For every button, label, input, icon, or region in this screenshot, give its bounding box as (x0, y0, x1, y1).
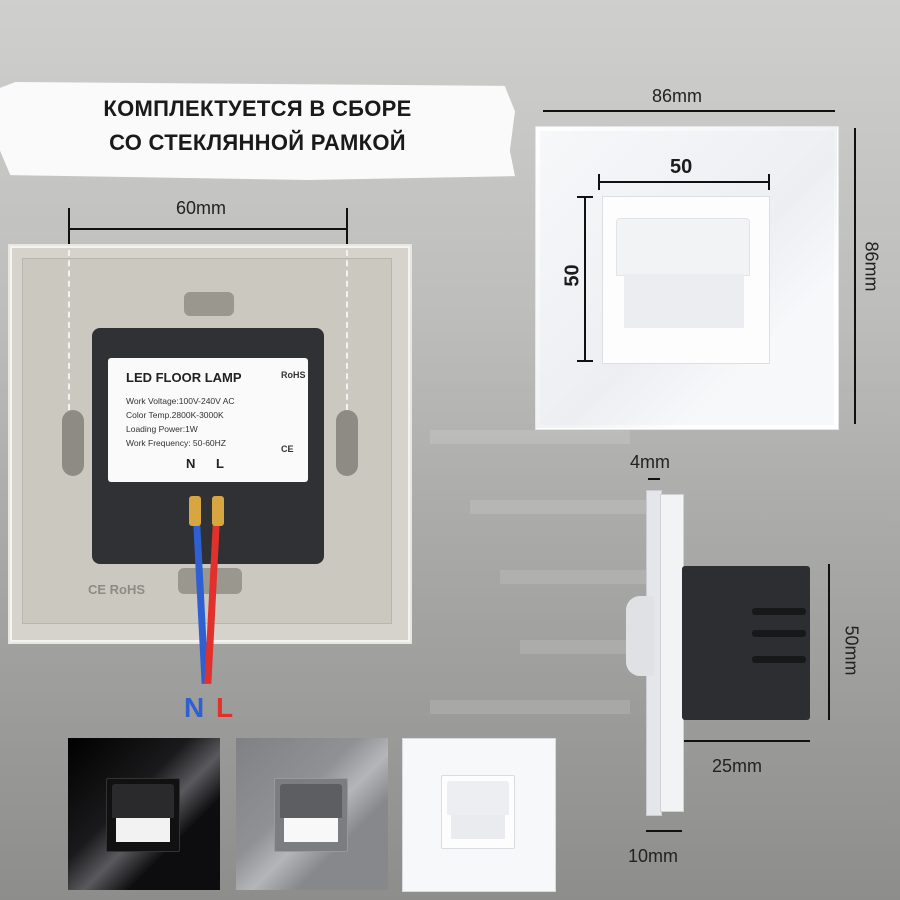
wire-terminal (212, 496, 224, 526)
label-frequency: Work Frequency: 50-60HZ (126, 438, 226, 448)
label-title: LED FLOOR LAMP (126, 370, 242, 385)
wire-l-label: L (216, 692, 234, 723)
label-ce: CE (281, 444, 294, 454)
dimension-tick (346, 208, 348, 248)
frame-depth-dimension-line (646, 830, 682, 832)
label-rohs: RoHS (281, 370, 306, 380)
side-module (682, 566, 810, 720)
label-l: L (216, 456, 224, 471)
dimension-tick (768, 174, 770, 190)
label-color-temp: Color Temp.2800K-3000K (126, 410, 224, 420)
inner-width-dimension-line (598, 181, 770, 183)
guide-dash (68, 250, 70, 410)
background-stair (470, 500, 650, 514)
frame-depth-label: 10mm (628, 846, 679, 866)
background-stair (430, 700, 630, 714)
mount-width-label: 60mm (176, 198, 227, 218)
wire-terminal (189, 496, 201, 526)
mounting-slot (62, 410, 84, 476)
inner-width-label: 50 (670, 156, 693, 178)
background-stair (500, 570, 650, 584)
plate-marking: CE RoHS (88, 582, 146, 597)
variant-lamp-light (116, 818, 170, 842)
label-n: N (186, 456, 196, 471)
variant-lamp-hood (280, 784, 342, 818)
module-slot (752, 630, 806, 637)
background-stair (520, 640, 650, 654)
guide-dash (346, 250, 348, 410)
module-slot (752, 608, 806, 615)
box-height-label: 50mm (841, 625, 862, 676)
frame-height-label: 86mm (861, 241, 882, 292)
variant-lamp-light (451, 815, 505, 839)
mount-width-dimension-line (68, 228, 348, 230)
banner-line-1: КОМПЛЕКТУЕТСЯ В СБОРЕ (103, 96, 412, 121)
frame-width-dimension-line (543, 110, 835, 112)
glass-thickness-label: 4mm (630, 452, 670, 472)
variant-white (402, 738, 556, 892)
module-slot (752, 656, 806, 663)
inner-height-dimension-line (584, 196, 586, 362)
variant-lamp-hood (447, 781, 509, 815)
inner-height-label: 50 (561, 264, 584, 287)
label-power: Loading Power:1W (126, 424, 198, 434)
lamp-hood (616, 218, 750, 276)
mounting-slot (336, 410, 358, 476)
box-depth-label: 25mm (712, 756, 763, 776)
banner-line-2: СО СТЕКЛЯННОЙ РАМКОЙ (109, 130, 406, 155)
banner (0, 82, 515, 180)
box-depth-dimension-line (684, 740, 810, 742)
mounting-slot (184, 292, 234, 316)
variant-black (68, 738, 220, 890)
dimension-tick (598, 174, 600, 190)
dimension-tick (577, 196, 593, 198)
frame-width-label: 86mm (652, 86, 703, 106)
box-height-dimension-line (828, 564, 830, 720)
variant-gray (236, 738, 388, 890)
label-voltage: Work Voltage:100V-240V AC (126, 396, 235, 406)
product-label (108, 358, 308, 482)
variant-lamp-hood (112, 784, 174, 818)
dimension-tick (68, 208, 70, 248)
variant-lamp-light (284, 818, 338, 842)
side-frame (660, 494, 684, 812)
glass-thickness-line (648, 478, 660, 480)
frame-height-dimension-line (854, 128, 856, 424)
dimension-tick (577, 360, 593, 362)
background-stair (430, 430, 630, 444)
side-lamp-hood (626, 596, 654, 676)
lamp-light (624, 274, 744, 328)
wire-n-label: N (184, 692, 205, 723)
